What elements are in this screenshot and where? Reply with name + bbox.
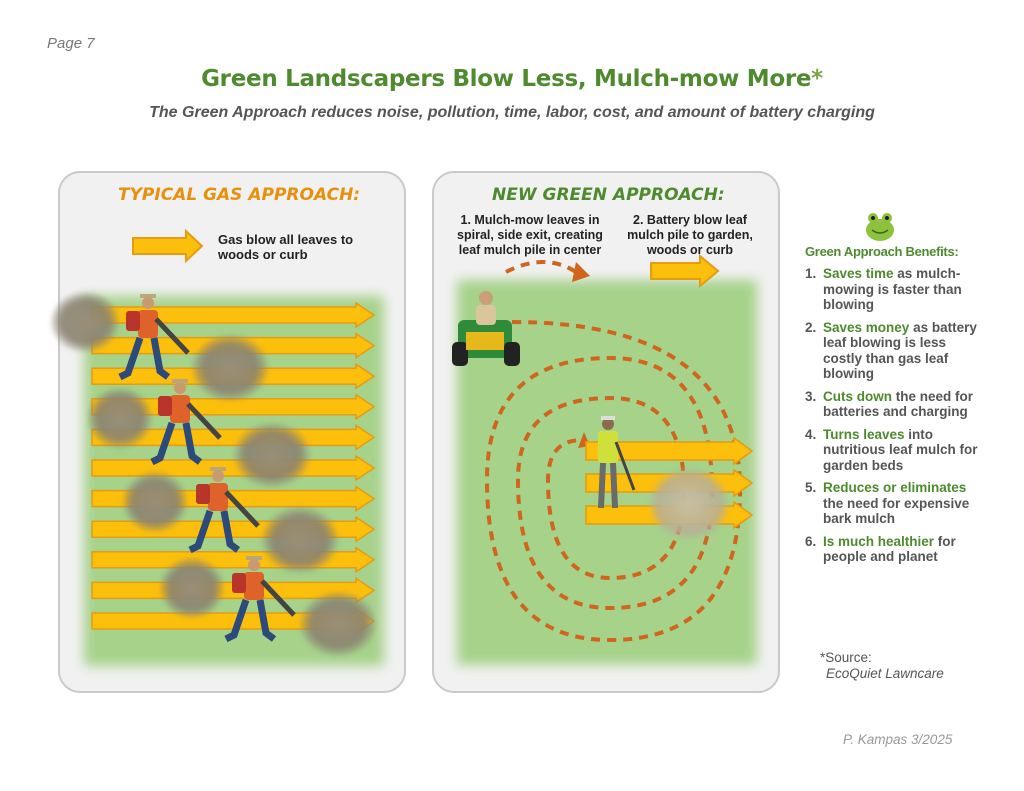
- benefit-item: 2. Saves money as battery leaf blowing is…: [805, 320, 985, 382]
- benefit-text: for people and planet: [823, 533, 956, 565]
- benefits-title: Green Approach Benefits:: [805, 244, 959, 259]
- benefit-number: 5.: [805, 480, 817, 495]
- green-step-1-caption: 1. Mulch-mow leaves in spiral, side exit…: [457, 213, 603, 257]
- leaf-blower-worker-icon: [188, 467, 260, 554]
- mulch-pile-cloud-icon: [649, 468, 729, 540]
- title-text: Green Landscapers Blow Less, Mulch-mow M…: [201, 66, 812, 92]
- benefit-highlight: Is much healthier: [823, 533, 935, 549]
- dust-cloud-icon: [262, 507, 338, 573]
- benefit-text: the need for batteries and charging: [823, 388, 974, 420]
- benefit-item: 1. Saves time as mulch-mowing is faster t…: [805, 266, 985, 313]
- benefit-highlight: Cuts down: [823, 388, 892, 404]
- mulch-mow-spiral-path: [484, 260, 743, 643]
- benefit-number: 2.: [805, 319, 817, 335]
- dust-cloud-icon: [123, 472, 187, 532]
- benefit-number: 3.: [805, 388, 817, 404]
- benefit-number: 6.: [805, 533, 817, 549]
- dust-cloud-icon: [160, 558, 224, 618]
- title-footnote-mark: *: [811, 66, 823, 92]
- blow-arrow-icon: [91, 454, 376, 482]
- dust-cloud-icon: [192, 335, 268, 401]
- benefit-text: the need for expensive bark mulch: [823, 495, 970, 527]
- battery-blower-worker-icon: [598, 416, 636, 509]
- benefit-number: 4.: [805, 426, 817, 442]
- benefit-item: 6. Is much healthier for people and plane…: [805, 534, 985, 565]
- benefit-highlight: Saves time: [823, 266, 894, 281]
- leaf-blower-worker-icon: [224, 556, 296, 643]
- green-step-2-caption: 2. Battery blow leaf mulch pile to garde…: [627, 213, 753, 257]
- page-number: Page 7: [47, 35, 95, 52]
- benefit-text: as mulch-mowing is faster than blowing: [823, 266, 962, 312]
- source-name: EcoQuiet Lawncare: [826, 666, 944, 681]
- benefit-text: as battery leaf blowing is less costly t…: [823, 319, 977, 382]
- page-title: Green Landscapers Blow Less, Mulch-mow M…: [0, 66, 1024, 92]
- benefit-number: 1.: [805, 266, 817, 281]
- benefit-highlight: Saves money: [823, 319, 910, 335]
- frog-icon: [866, 213, 894, 241]
- dust-cloud-icon: [88, 388, 152, 448]
- benefit-text: into nutritious leaf mulch for garden be…: [823, 426, 978, 473]
- source-label: *Source:: [820, 650, 872, 665]
- gas-approach-heading: TYPICAL GAS APPROACH:: [118, 185, 361, 205]
- gas-legend-arrow-icon: [132, 228, 204, 264]
- spiral-direction-arrow-icon: [572, 262, 590, 282]
- dust-cloud-icon: [300, 592, 376, 656]
- dust-cloud-icon: [234, 423, 310, 487]
- dust-clouds: [51, 292, 376, 656]
- benefits-list: 1. Saves time as mulch-mowing is faster t…: [805, 266, 985, 572]
- benefit-item: 3. Cuts down the need for batteries and c…: [805, 389, 985, 420]
- benefit-item: 4. Turns leaves into nutritious leaf mulc…: [805, 427, 985, 474]
- benefit-highlight: Reduces or eliminates: [823, 480, 967, 495]
- battery-legend-arrow-icon: [650, 253, 720, 289]
- author-credit: P. Kampas 3/2025: [843, 732, 953, 747]
- leaf-blower-worker-icon: [150, 379, 222, 466]
- dust-cloud-icon: [51, 292, 119, 352]
- benefit-highlight: Turns leaves: [823, 426, 905, 442]
- gas-legend-caption: Gas blow all leaves to woods or curb: [218, 232, 354, 262]
- leaf-blower-worker-icon: [118, 294, 190, 381]
- gas-workers: [118, 294, 296, 643]
- green-approach-heading: NEW GREEN APPROACH:: [492, 185, 725, 205]
- benefit-item: 5. Reduces or eliminates the need for exp…: [805, 480, 985, 527]
- riding-mower-icon: [452, 291, 520, 366]
- page-subtitle: The Green Approach reduces noise, pollut…: [149, 104, 875, 121]
